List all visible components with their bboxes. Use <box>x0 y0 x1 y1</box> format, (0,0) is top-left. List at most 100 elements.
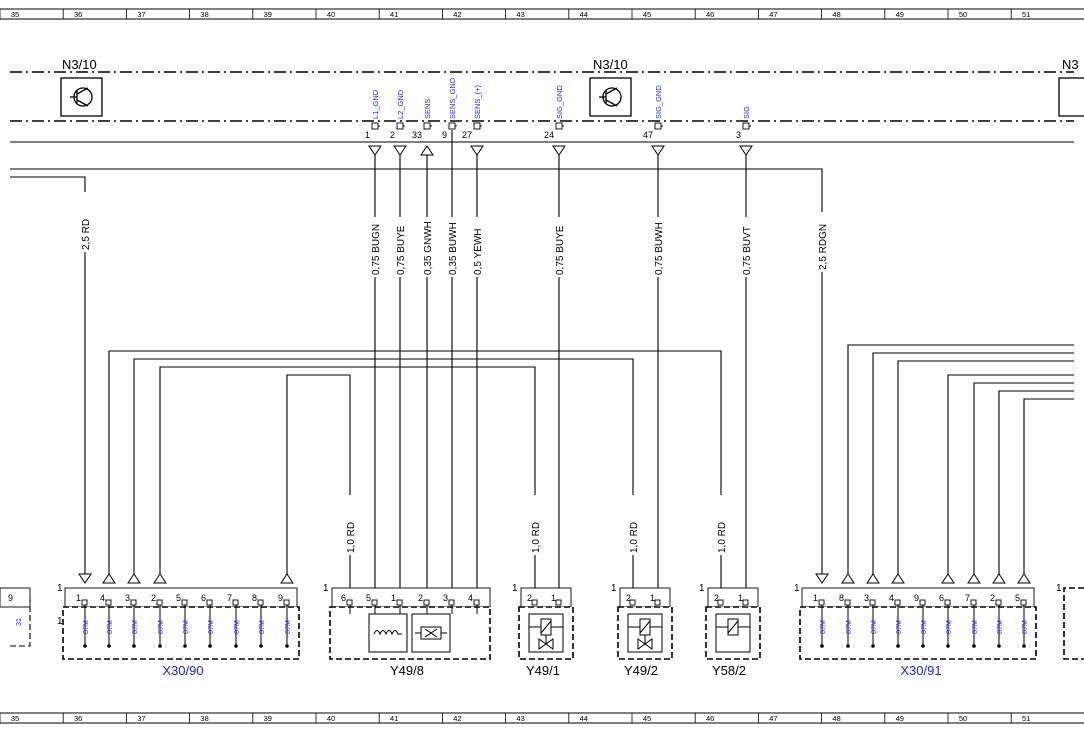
connector-pin <box>995 599 1002 606</box>
module-pin <box>396 122 404 130</box>
wire-label: 0,35 BUWH <box>448 222 459 275</box>
ruler-column-number: 40 <box>327 10 335 19</box>
terminal-label: 87M <box>183 620 190 634</box>
transistor-icon <box>60 77 103 117</box>
junction-dot <box>83 644 87 648</box>
arrow-up-icon <box>102 573 116 584</box>
connector-pin <box>105 599 112 606</box>
terminal-label: 87M <box>997 620 1004 634</box>
connector-edge-mark: 1 <box>323 583 329 594</box>
wire-label: 1,0 RD <box>629 522 640 553</box>
wire-label-bg <box>369 217 381 277</box>
wire-label-bg <box>740 217 752 277</box>
connector-pin <box>448 599 455 606</box>
connector-pin-number: 6 <box>939 593 944 603</box>
ruler-column-number: 39 <box>264 714 272 723</box>
terminal-label: 87M <box>132 620 139 634</box>
ruler-column-number: 50 <box>959 10 967 19</box>
arrow-down-icon <box>739 145 753 156</box>
junction-dot <box>972 644 976 648</box>
connector-pin <box>970 599 977 606</box>
arrow-down-icon <box>393 145 407 156</box>
ruler-column-number: 39 <box>264 10 272 19</box>
junction-dot <box>259 644 263 648</box>
module-label-left: N3/10 <box>62 57 97 72</box>
connector-pin-number: 5 <box>176 593 181 603</box>
wire-label: 1,0 RD <box>531 522 542 553</box>
arrow-up-icon <box>1017 573 1031 584</box>
ruler-column-number: 43 <box>516 714 524 723</box>
wire-label-bg <box>344 495 356 555</box>
connector-pin-number: 1 <box>813 593 818 603</box>
terminal-label: 87M <box>83 620 90 634</box>
connector-pin <box>844 599 851 606</box>
connector-left-header <box>0 587 31 608</box>
module-pin-signal: SENS_GND <box>448 77 457 119</box>
junction-dot <box>1022 644 1026 648</box>
connectors: 11187M487M387M287M587M687M787M887M987M16… <box>0 573 1084 660</box>
wire-label-bg <box>446 217 458 277</box>
connector-right-body <box>1063 587 1084 660</box>
connector-pin-number: 1 <box>551 593 556 603</box>
connector-edge-mark: 1 <box>1056 583 1062 594</box>
connector-pin <box>919 599 926 606</box>
junction-dot <box>997 644 1001 648</box>
connector-pin <box>531 599 538 606</box>
connector-pin-number: 2 <box>418 593 423 603</box>
connector-pin-number: 9 <box>8 593 13 603</box>
terminal-label: 87M <box>107 620 114 634</box>
arrow-up-icon <box>866 573 880 584</box>
arrow-up-icon <box>891 573 905 584</box>
connector-pin <box>156 599 163 606</box>
ruler-column-number: 37 <box>137 10 145 19</box>
junction-dot <box>921 644 925 648</box>
connector-pin <box>742 599 749 606</box>
wire-label: 1,0 RD <box>717 522 728 553</box>
module-pin-signal: L1_GND <box>371 89 380 119</box>
connector-pin <box>232 599 239 606</box>
ruler-column-number: 49 <box>896 714 904 723</box>
terminal-label: 87M <box>896 620 903 634</box>
connector-pin-number: 4 <box>100 593 105 603</box>
ruler-column-number: 41 <box>390 10 398 19</box>
connector-pin-number: 4 <box>468 593 473 603</box>
transistor-icon <box>589 77 632 117</box>
transistor-icon <box>1058 77 1084 117</box>
module-pin-signal: SENS <box>423 99 432 119</box>
connector-label-y492: Y49/2 <box>624 663 658 678</box>
connector-label-x3091: X30/91 <box>900 663 941 678</box>
connector-pin-number: 2 <box>990 593 995 603</box>
connector-label-y491: Y49/1 <box>526 663 560 678</box>
connector-pin-number: 6 <box>201 593 206 603</box>
terminal-label: 87M <box>921 620 928 634</box>
connector-pin-number: 9 <box>914 593 919 603</box>
connector-edge-mark: 1 <box>794 583 800 594</box>
module-pin <box>448 122 456 130</box>
module-pin-number: 1 <box>365 130 370 140</box>
terminal-label: 87M <box>259 620 266 634</box>
connector-pin <box>346 599 353 606</box>
connector-pin <box>555 599 562 606</box>
terminal-label: 87M <box>285 620 292 634</box>
module-boundary <box>10 71 1074 143</box>
arrow-down-icon <box>552 145 566 156</box>
ruler-column-number: 35 <box>11 714 19 723</box>
wire-label-bg <box>715 495 727 555</box>
module-pin <box>742 122 750 130</box>
connector-pin-number: 1 <box>738 593 743 603</box>
connector-pin-number: 5 <box>366 593 371 603</box>
module-pin <box>371 122 379 130</box>
module-label-right: N3/10 <box>593 57 628 72</box>
connector-pin-number: 3 <box>125 593 130 603</box>
connector-pin <box>944 599 951 606</box>
connector-pin <box>1020 599 1027 606</box>
wire-label: 2,5 RDGN <box>818 224 829 270</box>
wire-label-bg <box>471 217 483 277</box>
wire-label: 0,75 BUYE <box>555 225 566 275</box>
ruler-column-number: 47 <box>769 714 777 723</box>
ruler-column-number: 46 <box>706 10 714 19</box>
connector-pin <box>371 599 378 606</box>
connector-y498-header <box>331 587 491 608</box>
